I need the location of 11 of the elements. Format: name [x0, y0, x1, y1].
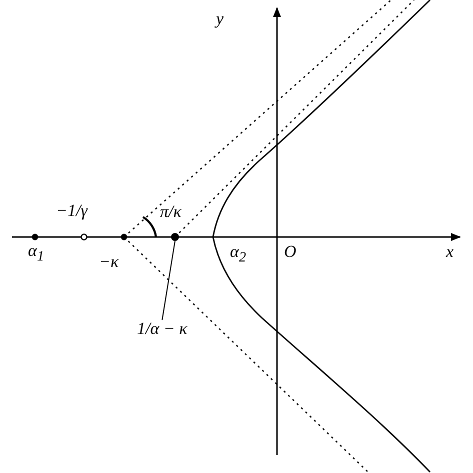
axis-label: y: [216, 10, 224, 28]
angle-label: π/κ: [160, 203, 182, 221]
point-label: −κ: [99, 253, 119, 271]
axis-label: x: [446, 243, 454, 261]
origin-label: O: [284, 243, 296, 261]
point-label: α$_{2}$: [230, 243, 246, 266]
point-label: α$_{1}$: [28, 242, 44, 266]
leader-line: [162, 240, 176, 320]
point-label: 1/α − κ: [137, 320, 188, 338]
point-label: −1/γ: [56, 202, 88, 220]
point-marker: [171, 233, 179, 241]
